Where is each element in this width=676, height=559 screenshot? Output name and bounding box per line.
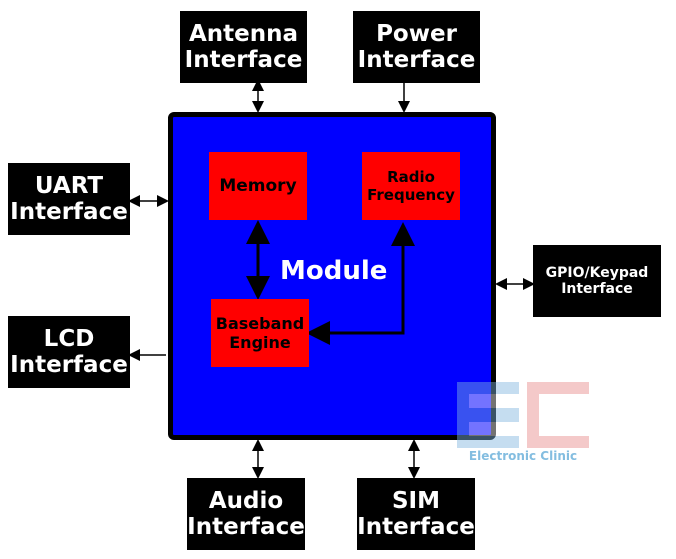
lcd-interface: LCD Interface bbox=[8, 316, 130, 388]
sim-interface: SIM Interface bbox=[357, 478, 475, 550]
sim-label-line2: Interface bbox=[357, 514, 475, 540]
baseband-label-line1: Baseband bbox=[215, 313, 305, 333]
radio-frequency-block: Radio Frequency bbox=[362, 152, 460, 220]
baseband-engine-block: Baseband Engine bbox=[211, 299, 309, 367]
uart-label-line1: UART bbox=[34, 172, 104, 199]
memory-block: Memory bbox=[209, 152, 307, 220]
uart-interface: UART Interface bbox=[8, 163, 130, 235]
audio-label-line1: Audio bbox=[208, 487, 284, 514]
gpio-label-line2: Interface bbox=[561, 281, 633, 297]
watermark-text: Electronic Clinic bbox=[468, 449, 578, 463]
memory-label: Memory bbox=[219, 175, 297, 196]
electronic-clinic-logo-icon bbox=[457, 382, 589, 448]
baseband-label-line2: Engine bbox=[229, 333, 291, 352]
antenna-label-line1: Antenna bbox=[188, 20, 299, 47]
audio-interface: Audio Interface bbox=[187, 478, 305, 550]
radio-baseband-link bbox=[306, 222, 415, 345]
module-label: Module bbox=[280, 256, 388, 286]
radio-label-line1: Radio bbox=[387, 168, 435, 186]
power-interface: Power Interface bbox=[353, 11, 480, 83]
power-label-line2: Interface bbox=[357, 47, 476, 73]
lcd-label-line2: Interface bbox=[10, 352, 128, 378]
uart-label-line2: Interface bbox=[10, 199, 128, 225]
gpio-label-line1: GPIO/Keypad bbox=[545, 264, 649, 281]
radio-label-line2: Frequency bbox=[367, 186, 455, 204]
sim-label-line1: SIM bbox=[391, 487, 440, 514]
power-label-line1: Power bbox=[376, 20, 457, 47]
antenna-interface: Antenna Interface bbox=[180, 11, 307, 83]
lcd-label-line1: LCD bbox=[43, 325, 95, 352]
gpio-keypad-interface: GPIO/Keypad Interface bbox=[533, 245, 661, 317]
audio-label-line2: Interface bbox=[187, 514, 305, 540]
antenna-label-line2: Interface bbox=[184, 47, 303, 73]
